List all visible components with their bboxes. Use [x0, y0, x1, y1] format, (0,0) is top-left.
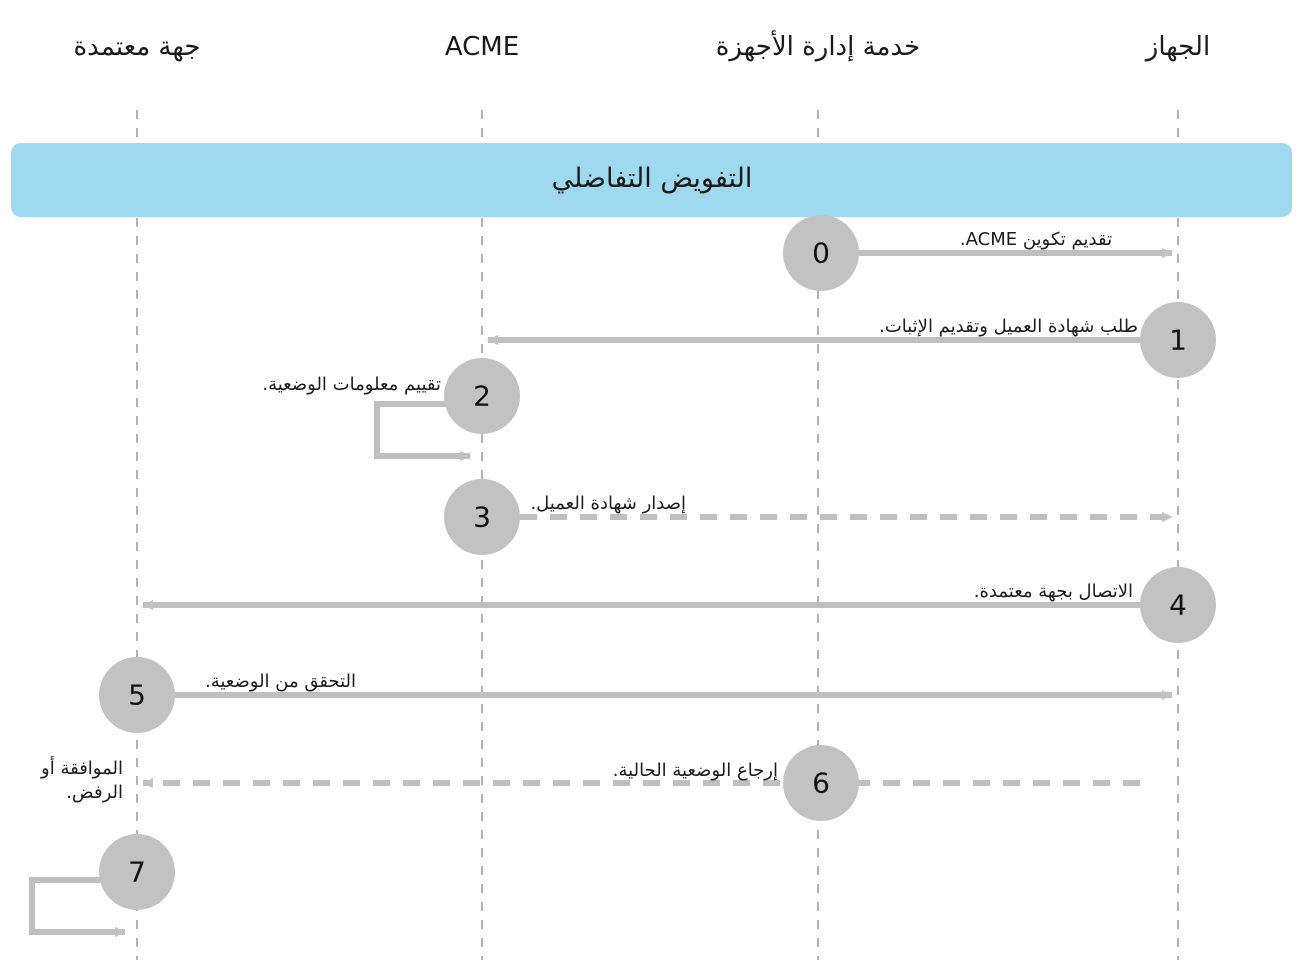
phase-banner-group — [11, 143, 1292, 217]
message-label-7: الموافقة أو الرفض. — [41, 758, 123, 804]
sequence-marker-6 — [783, 745, 859, 821]
sequence-marker-7 — [99, 834, 175, 910]
sequence-marker-0 — [783, 215, 859, 291]
sequence-marker-3 — [444, 479, 520, 555]
sequence-number-4: 4 — [1169, 588, 1187, 622]
sequence-marker-2 — [444, 358, 520, 434]
sequence-marker-1 — [1140, 302, 1216, 378]
sequence-number-5: 5 — [128, 678, 146, 712]
sequence-number-0: 0 — [812, 236, 830, 270]
sequence-markers-group — [99, 215, 1216, 910]
message-arrow-2 — [374, 401, 482, 461]
sequence-number-7: 7 — [128, 855, 146, 889]
message-label-4: الاتصال بجهة معتمدة. — [973, 581, 1133, 602]
messages-group — [29, 248, 1173, 937]
phase-banner — [11, 143, 1292, 217]
message-label-0: تقديم تكوين ACME. — [959, 229, 1113, 250]
actor-header-device[interactable]: الجهاز — [1145, 32, 1211, 62]
sequence-marker-4 — [1140, 567, 1216, 643]
actor-header-dms[interactable]: خدمة إدارة الأجهزة — [715, 32, 921, 62]
message-label-5: التحقق من الوضعية. — [205, 671, 356, 692]
sequence-marker-5 — [99, 657, 175, 733]
sequence-number-2: 2 — [473, 379, 491, 413]
message-label-3: إصدار شهادة العميل. — [530, 493, 686, 514]
sequence-number-1: 1 — [1169, 323, 1187, 357]
message-arrow-7 — [29, 877, 137, 937]
actor-header-acme[interactable]: ACME — [444, 32, 520, 62]
message-label-1: طلب شهادة العميل وتقديم الإثبات. — [879, 316, 1138, 337]
sequence-number-6: 6 — [812, 766, 830, 800]
message-label-2: تقييم معلومات الوضعية. — [262, 374, 441, 395]
phase-banner-title: التفويض التفاضلي — [551, 163, 753, 194]
actor-header-ca[interactable]: جهة معتمدة — [73, 32, 201, 62]
message-label-6: إرجاع الوضعية الحالية. — [612, 760, 778, 781]
sequence-number-3: 3 — [473, 500, 491, 534]
